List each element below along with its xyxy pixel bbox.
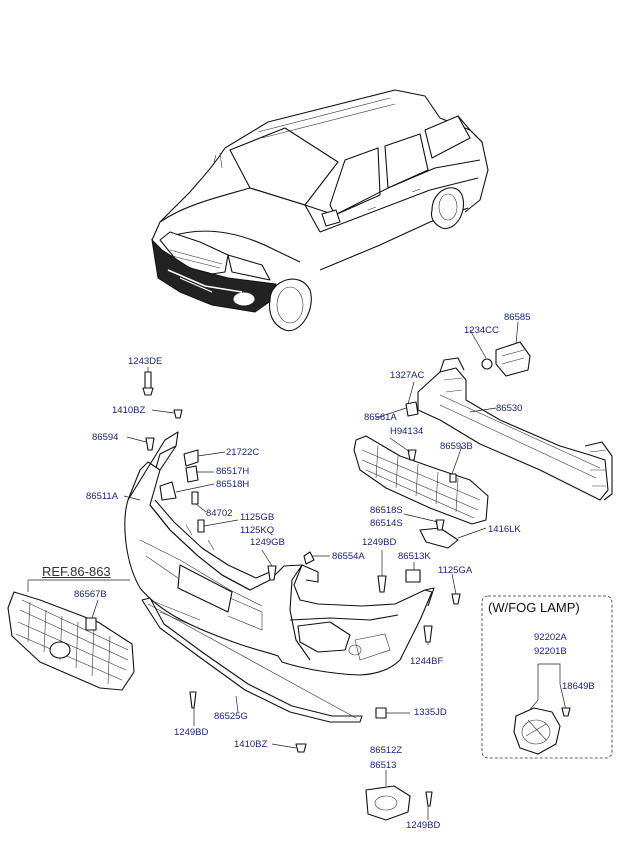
front-bumper-drawing bbox=[124, 431, 435, 676]
part-label-1410bz-upper[interactable]: 1410BZ bbox=[112, 405, 146, 416]
part-label-1249bd-left[interactable]: 1249BD bbox=[174, 727, 209, 738]
bumper-beam-drawing bbox=[417, 357, 613, 501]
vehicle-illustration bbox=[151, 89, 489, 332]
lower-grille-drawing bbox=[353, 435, 489, 525]
part-label-1244bf[interactable]: 1244BF bbox=[410, 656, 444, 667]
part-label-86511a[interactable]: 86511A bbox=[86, 491, 119, 502]
part-label-1125ga[interactable]: 1125GA bbox=[438, 565, 473, 576]
part-label-1410bz-lower[interactable]: 1410BZ bbox=[234, 739, 268, 750]
small-hardware-drawing bbox=[85, 341, 531, 821]
part-label-21722c[interactable]: 21722C bbox=[226, 447, 260, 458]
part-label-1125gb[interactable]: 1125GB bbox=[240, 512, 275, 523]
part-label-1335jd[interactable]: 1335JD bbox=[414, 707, 447, 718]
part-label-86518s[interactable]: 86518S bbox=[370, 505, 403, 516]
part-label-86554a[interactable]: 86554A bbox=[332, 551, 365, 562]
part-label-86514s[interactable]: 86514S bbox=[370, 518, 403, 529]
grille-assembly-drawing bbox=[7, 579, 135, 691]
part-label-86525g[interactable]: 86525G bbox=[214, 711, 248, 722]
part-label-86530[interactable]: 86530 bbox=[496, 403, 523, 414]
part-label-86513[interactable]: 86513 bbox=[370, 760, 397, 771]
part-label-86513k[interactable]: 86513K bbox=[398, 551, 431, 562]
part-label-1327ac[interactable]: 1327AC bbox=[390, 370, 425, 381]
part-label-86567b[interactable]: 86567B bbox=[74, 589, 107, 600]
part-label-86593b[interactable]: 86593B bbox=[440, 441, 473, 452]
part-label-1249bd-bottom[interactable]: 1249BD bbox=[406, 820, 441, 831]
part-label-86517h[interactable]: 86517H bbox=[216, 466, 250, 477]
part-label-92202a[interactable]: 92202A bbox=[534, 632, 567, 643]
part-label-18649b[interactable]: 18649B bbox=[562, 681, 595, 692]
part-label-1243de[interactable]: 1243DE bbox=[128, 356, 163, 367]
part-label-92201b[interactable]: 92201B bbox=[534, 646, 567, 657]
reference-label[interactable]: REF.86-863 bbox=[42, 564, 111, 579]
part-label-1125kq[interactable]: 1125KQ bbox=[240, 525, 275, 536]
leader-lines bbox=[91, 321, 567, 820]
part-label-1416lk[interactable]: 1416LK bbox=[488, 524, 521, 535]
part-label-86594[interactable]: 86594 bbox=[92, 432, 119, 443]
part-label-86518h[interactable]: 86518H bbox=[216, 479, 250, 490]
fog-lamp-option-title: (W/FOG LAMP) bbox=[488, 600, 580, 615]
lower-lip-drawing bbox=[141, 597, 363, 723]
part-label-86512z[interactable]: 86512Z bbox=[370, 745, 403, 756]
part-label-h94134[interactable]: H94134 bbox=[390, 426, 424, 437]
part-label-1249gb[interactable]: 1249GB bbox=[250, 537, 285, 548]
fog-lamp-inset bbox=[481, 595, 613, 759]
part-label-86585[interactable]: 86585 bbox=[504, 312, 531, 323]
part-label-1249bd-center[interactable]: 1249BD bbox=[362, 537, 397, 548]
part-label-86561a[interactable]: 86561A bbox=[364, 412, 397, 423]
part-label-1234cc[interactable]: 1234CC bbox=[464, 325, 499, 336]
part-label-84702[interactable]: 84702 bbox=[206, 508, 233, 519]
